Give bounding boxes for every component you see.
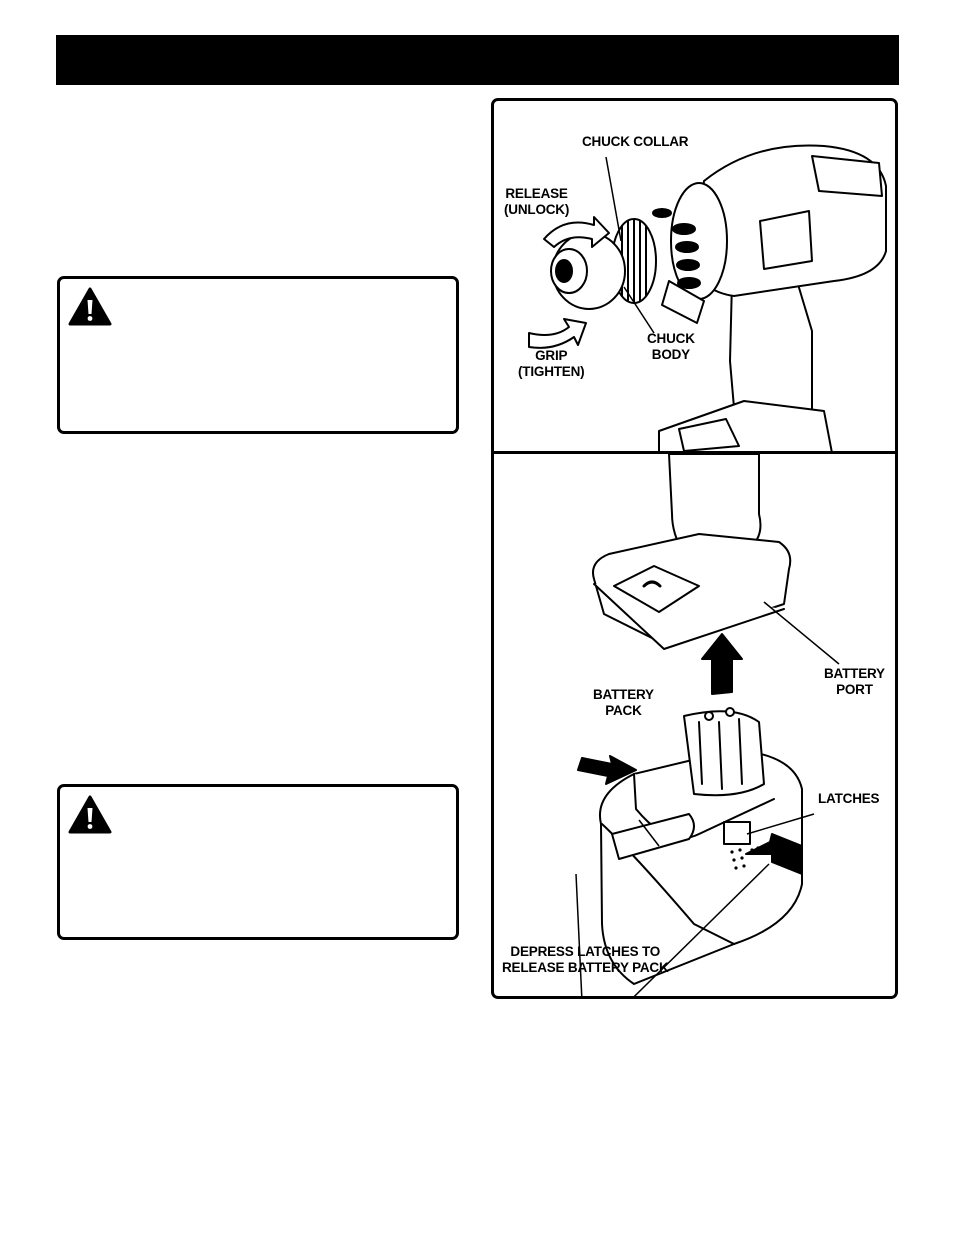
chuck-body-label: CHUCK BODY — [647, 331, 695, 362]
depress-latches-label: DEPRESS LATCHES TO RELEASE BATTERY PACK — [502, 944, 669, 975]
warning-icon — [68, 287, 112, 326]
battery-pack-label: BATTERY PACK — [593, 687, 654, 718]
grip-label: GRIP (TIGHTEN) — [518, 348, 585, 379]
drill-illustration — [528, 144, 887, 451]
battery-port-label: BATTERY PORT — [824, 666, 885, 697]
warning-box-2 — [57, 784, 459, 940]
figure-box: CHUCK COLLAR RELEASE (UNLOCK) GRIP (TIGH… — [491, 98, 898, 999]
warning-icon — [68, 795, 112, 834]
header-bar — [56, 35, 899, 85]
release-label: RELEASE (UNLOCK) — [504, 186, 570, 217]
chuck-collar-label: CHUCK COLLAR — [582, 134, 689, 149]
latches-label: LATCHES — [818, 791, 880, 806]
figure-divider — [494, 451, 895, 454]
warning-box-1 — [57, 276, 459, 434]
battery-illustration — [575, 454, 840, 996]
